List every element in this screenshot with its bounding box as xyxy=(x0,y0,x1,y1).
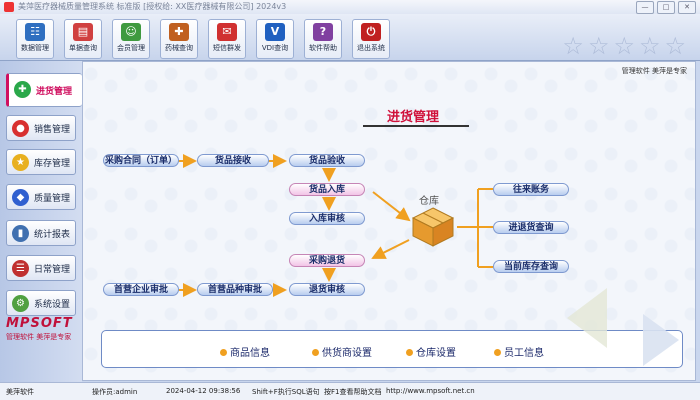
member-icon: ☺ xyxy=(121,23,141,41)
staff-info-link[interactable]: 员工信息 xyxy=(494,344,544,359)
title-bar: 美萍医疗器械质量管理系统 标准版 [授权给: XX医疗器械有限公司] 2024v… xyxy=(0,0,700,14)
status-company: 美萍软件 xyxy=(6,388,34,396)
toolbar-label: 软件帮助 xyxy=(309,44,337,52)
gear-icon: ⚙ xyxy=(12,295,29,312)
bullet-icon xyxy=(312,349,319,356)
decorative-stars-icon: ☆☆☆☆☆ xyxy=(562,32,690,60)
sidebar-item-daily[interactable]: ☰ 日常管理 xyxy=(6,255,76,281)
power-icon: ⏻ xyxy=(361,23,381,41)
toolbar-label: 药械查询 xyxy=(165,44,193,52)
bullet-icon xyxy=(220,349,227,356)
toolbar-label: 单据查询 xyxy=(69,44,97,52)
goods-receive-button[interactable]: 货品接收 xyxy=(197,154,269,167)
sidebar-item-label: 日常管理 xyxy=(34,265,71,275)
in-return-query-button[interactable]: 进退货查询 xyxy=(493,221,569,234)
toolbar-label: VDI查询 xyxy=(261,44,289,52)
window-controls: — □ ✕ xyxy=(636,1,696,14)
app-icon xyxy=(4,2,14,12)
status-operator: 操作员:admin xyxy=(92,388,138,396)
bill-query-button[interactable]: ▤ 单据查询 xyxy=(64,19,102,59)
window-title: 美萍医疗器械质量管理系统 标准版 [授权给: XX医疗器械有限公司] 2024v… xyxy=(18,2,287,11)
bar-chart-icon: ▮ xyxy=(12,225,29,242)
first-product-approval-button[interactable]: 首营品种审批 xyxy=(197,283,273,296)
quality-icon: ◆ xyxy=(12,189,29,206)
sidebar-item-label: 质量管理 xyxy=(34,194,71,204)
back-arrow-icon[interactable] xyxy=(567,288,607,348)
document-icon: ▤ xyxy=(73,23,93,41)
calendar-icon: ☰ xyxy=(12,260,29,277)
vdi-query-button[interactable]: V VDI查询 xyxy=(256,19,294,59)
help-icon: ? xyxy=(313,23,333,41)
data-manage-button[interactable]: ☷ 数据管理 xyxy=(16,19,54,59)
return-audit-button[interactable]: 退货审核 xyxy=(289,283,365,296)
supplier-setting-link[interactable]: 供货商设置 xyxy=(312,344,372,359)
warehouse-label: 仓库 xyxy=(419,196,439,207)
purchase-contract-button[interactable]: 采购合同（订单） xyxy=(103,154,179,167)
bullet-icon xyxy=(406,349,413,356)
forward-arrow-icon[interactable] xyxy=(643,314,679,366)
status-bar: 美萍软件 操作员:admin 2024-04-12 09:38:56 Shift… xyxy=(0,382,700,400)
goods-info-link[interactable]: 商品信息 xyxy=(220,344,270,359)
first-company-approval-button[interactable]: 首营企业审批 xyxy=(103,283,179,296)
goods-check-button[interactable]: 货品验收 xyxy=(289,154,365,167)
toolbar-label: 会员管理 xyxy=(117,44,145,52)
sidebar-item-sales[interactable]: ● 销售管理 xyxy=(6,115,76,141)
warehouse-box-icon[interactable] xyxy=(411,204,455,248)
logo-slogan: 管理软件 美萍是专家 xyxy=(6,333,72,341)
sidebar-item-label: 系统设置 xyxy=(34,300,71,310)
warehouse-setting-link[interactable]: 仓库设置 xyxy=(406,344,456,359)
sms-broadcast-button[interactable]: ✉ 短信群发 xyxy=(208,19,246,59)
maximize-button[interactable]: □ xyxy=(657,1,675,14)
bullet-icon xyxy=(494,349,501,356)
database-icon: ☷ xyxy=(25,23,45,41)
device-query-button[interactable]: ✚ 药械查询 xyxy=(160,19,198,59)
in-audit-button[interactable]: 入库审核 xyxy=(289,212,365,225)
link-label: 供货商设置 xyxy=(322,348,372,359)
sidebar-item-stock[interactable]: ★ 库存管理 xyxy=(6,149,76,175)
mpsoft-logo: MPSOFT 管理软件 美萍是专家 xyxy=(6,316,82,342)
toolbar-label: 短信群发 xyxy=(213,44,241,52)
software-help-button[interactable]: ? 软件帮助 xyxy=(304,19,342,59)
medical-cross-icon: ✚ xyxy=(169,23,189,41)
accounts-button[interactable]: 往来账务 xyxy=(493,183,569,196)
exit-system-button[interactable]: ⏻ 退出系统 xyxy=(352,19,390,59)
sales-icon: ● xyxy=(12,120,29,137)
vdi-icon: V xyxy=(265,23,285,41)
sidebar: ✚ 进货管理 ● 销售管理 ★ 库存管理 ◆ 质量管理 ▮ 统计报表 ☰ 日常管… xyxy=(0,61,82,382)
status-datetime: 2024-04-12 09:38:56 xyxy=(166,387,241,395)
plus-icon: ✚ xyxy=(14,81,31,98)
goods-in-button[interactable]: 货品入库 xyxy=(289,183,365,196)
sidebar-item-label: 统计报表 xyxy=(34,230,71,240)
purchase-return-button[interactable]: 采购退货 xyxy=(289,254,365,267)
minimize-button[interactable]: — xyxy=(636,1,654,14)
status-help-hint: 按F1查看帮助文档 xyxy=(324,388,382,396)
sidebar-item-label: 进货管理 xyxy=(36,87,73,97)
page-title: 进货管理 xyxy=(387,110,440,125)
mail-icon: ✉ xyxy=(217,23,237,41)
status-sql-hint: Shift+F执行SQL语句 xyxy=(252,388,320,396)
link-label: 仓库设置 xyxy=(416,348,456,359)
toolbar-label: 退出系统 xyxy=(357,44,385,52)
brand-text: 管理软件 美萍是专家 xyxy=(621,67,687,75)
sidebar-item-reports[interactable]: ▮ 统计报表 xyxy=(6,220,76,246)
status-url[interactable]: http://www.mpsoft.net.cn xyxy=(386,387,475,395)
toolbar: ☷ 数据管理 ▤ 单据查询 ☺ 会员管理 ✚ 药械查询 ✉ 短信群发 V VDI… xyxy=(0,14,700,61)
star-icon: ★ xyxy=(12,154,29,171)
link-label: 员工信息 xyxy=(504,348,544,359)
member-manage-button[interactable]: ☺ 会员管理 xyxy=(112,19,150,59)
toolbar-label: 数据管理 xyxy=(21,44,49,52)
logo-text: MPSOFT xyxy=(6,316,73,331)
sidebar-item-label: 库存管理 xyxy=(34,159,71,169)
sidebar-item-settings[interactable]: ⚙ 系统设置 xyxy=(6,290,76,316)
close-button[interactable]: ✕ xyxy=(678,1,696,14)
sidebar-item-purchase[interactable]: ✚ 进货管理 xyxy=(6,73,82,107)
flow-arrows xyxy=(177,154,493,297)
sidebar-item-label: 销售管理 xyxy=(34,125,71,135)
sidebar-item-quality[interactable]: ◆ 质量管理 xyxy=(6,184,76,210)
stock-query-button[interactable]: 当前库存查询 xyxy=(493,260,569,273)
main-panel: 管理软件 美萍是专家 进货管理 xyxy=(82,61,696,381)
title-underline xyxy=(363,125,469,127)
link-label: 商品信息 xyxy=(230,348,270,359)
